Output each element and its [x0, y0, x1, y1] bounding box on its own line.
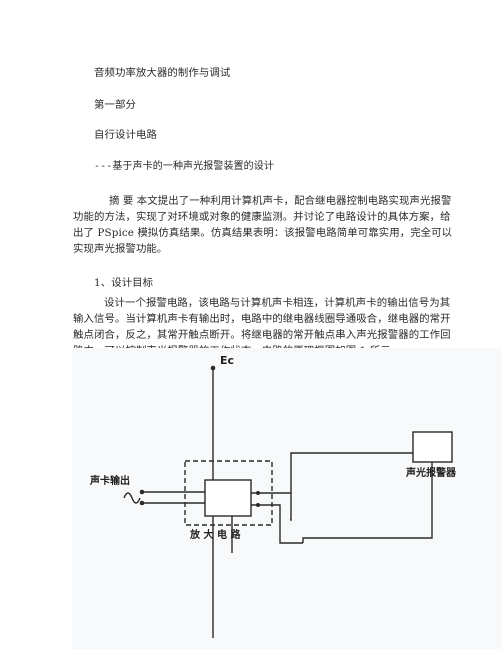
abstract-line: 实现声光报警功能。 [73, 243, 168, 255]
sine-wave-icon [123, 492, 141, 504]
heading-design-goal: 1、设计目标 [94, 277, 154, 289]
relay-output-wire [251, 492, 292, 521]
alarm-box [412, 431, 453, 463]
alarm-label: 声光报警器 [405, 466, 457, 479]
alarm-wire-bottom [302, 462, 433, 543]
input-label: 声卡输出 [89, 474, 130, 487]
ec-label: Ec [220, 354, 234, 367]
amplifier-label: 放 大 电 路 [189, 528, 241, 541]
body-line: 触点闭合，反之，其常开触点断开。将继电器的常开触点串入声光报警器的工作回 [73, 329, 451, 341]
amplifier-frame [184, 460, 273, 526]
input-terminal-dot [139, 500, 145, 506]
circuit-figure: Ec 声卡输出 声光报警器 放 大 电 路 [72, 348, 502, 649]
abstract-line: 出了 PSpice 模拟仿真结果。仿真结果表明：该报警电路简单可靠实用，完全可以 [73, 227, 453, 239]
body-line: 输入信号。当计算机声卡有输出时，电路中的继电器线圈导通吸合，继电器的常开 [73, 313, 451, 325]
body-line: 设计一个报警电路，该电路与计算机声卡相连，计算机声卡的输出信号为其 [104, 297, 451, 309]
relay-terminal-dot [256, 491, 260, 495]
relay-output-wire-2 [251, 504, 303, 544]
figure-background [72, 348, 502, 649]
section-heading: 自行设计电路 [94, 129, 157, 141]
part-heading: 第一部分 [94, 99, 136, 111]
circuit-diagram: Ec 声卡输出 声光报警器 放 大 电 路 [72, 348, 502, 649]
abstract-line: 功能的方法，实现了对环境或对象的健康监测。并讨论了电路设计的具体方案，给 [73, 211, 451, 223]
relay-terminal-dot [256, 503, 260, 507]
alarm-wire-top [290, 452, 413, 493]
subtitle: ---基于声卡的一种声光报警装置的设计 [94, 161, 274, 172]
abstract-line: 摘 要 本文提出了一种利用计算机声卡，配合继电器控制电路实现声光报警 [109, 195, 452, 207]
relay-box [204, 479, 252, 517]
doc-title: 音频功率放大器的制作与调试 [94, 67, 231, 79]
input-terminal-dot [139, 489, 145, 495]
ec-terminal-dot [210, 365, 216, 371]
